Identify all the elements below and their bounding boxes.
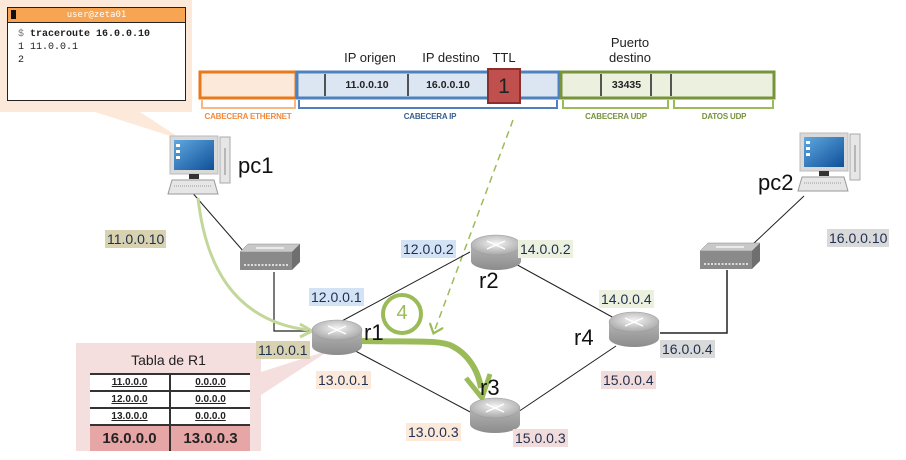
link-r2-r4	[511, 261, 615, 319]
terminal-command: traceroute 16.0.0.10	[30, 29, 151, 40]
router-r2-icon	[470, 234, 522, 270]
link-switch-pc2	[751, 195, 805, 246]
link-r1-r2	[339, 251, 471, 323]
ip-label-r3-13: 13.0.0.3	[406, 423, 461, 441]
node-label-pc2: pc2	[758, 170, 794, 195]
table-row: 12.0.0.0 0.0.0.0	[90, 390, 250, 408]
terminal-line: 1 11.0.0.1	[18, 42, 185, 55]
ip-label-r3-15: 15.0.0.3	[513, 429, 568, 447]
link-switch-r1	[273, 272, 312, 332]
ip-label-r1-13: 13.0.0.1	[316, 371, 371, 389]
ip-label-r1-11: 11.0.0.1	[256, 341, 310, 359]
route-destination: 16.0.0.0	[90, 424, 171, 451]
node-label-r3: r3	[480, 375, 500, 400]
route-gateway: 0.0.0.0	[170, 407, 250, 425]
router-r1-icon	[311, 319, 363, 355]
route-gateway: 0.0.0.0	[170, 390, 250, 408]
ethernet-bracket	[201, 100, 296, 109]
packet-path-pc1-r1	[196, 197, 309, 332]
value-ip-destino: 16.0.0.10	[426, 79, 470, 91]
ip-label-r4-14: 14.0.0.4	[599, 290, 654, 308]
route-destination: 11.0.0.0	[90, 373, 171, 391]
udp-header-box	[559, 70, 776, 100]
label-destino: destino	[609, 50, 651, 65]
label-cabecera-ip: CABECERA IP	[403, 112, 457, 121]
routing-table-title: Tabla de R1	[131, 352, 206, 368]
label-puerto-destino: Puerto destino	[590, 35, 670, 65]
table-row: 11.0.0.0 0.0.0.0	[90, 373, 250, 391]
terminal-line: $ traceroute 16.0.0.10	[18, 29, 185, 42]
label-datos-udp: DATOS UDP	[701, 112, 747, 121]
terminal-hop-2: 2	[18, 55, 25, 66]
node-label-r4: r4	[574, 325, 594, 350]
link-r4-switch	[660, 270, 728, 334]
value-ttl: 1	[487, 68, 521, 104]
ethernet-header-box	[198, 70, 298, 100]
ip-label-r1-12: 12.0.0.1	[309, 288, 364, 306]
packet-path-r1-r3	[361, 338, 484, 389]
table-row: 13.0.0.0 0.0.0.0	[90, 407, 250, 425]
ip-label-pc2: 16.0.0.10	[827, 229, 890, 247]
terminal-titlebar: user@zeta01	[8, 8, 185, 23]
packet-path-arrowhead	[464, 373, 493, 404]
label-cabecera-udp: CABECERA UDP	[585, 112, 647, 121]
udp-data-bracket	[673, 100, 774, 109]
node-label-r1: r1	[364, 320, 384, 345]
route-destination: 13.0.0.0	[90, 407, 171, 425]
routing-table: 11.0.0.0 0.0.0.0 12.0.0.0 0.0.0.0 13.0.0…	[90, 373, 250, 451]
ip-bracket	[298, 100, 558, 109]
label-ip-origen: IP origen	[344, 50, 396, 65]
switch-left-icon	[239, 243, 301, 270]
label-puerto: Puerto	[610, 35, 650, 50]
value-puerto-destino: 33435	[611, 79, 642, 91]
link-r3-r4	[514, 345, 617, 415]
label-cabecera-ethernet: CABECERA ETHERNET	[204, 112, 292, 121]
label-ttl: TTL	[492, 50, 516, 65]
pc2-icon	[797, 132, 861, 192]
terminal-prompt: $	[18, 29, 25, 40]
route-gateway: 13.0.0.3	[170, 424, 250, 451]
ttl-dashed-arrow	[434, 119, 514, 332]
node-label-pc1: pc1	[238, 153, 274, 178]
terminal-hop-1: 1 11.0.0.1	[18, 42, 79, 53]
terminal-line: 2	[18, 55, 185, 68]
table-row-highlighted: 16.0.0.0 13.0.0.3	[90, 424, 250, 451]
udp-bracket	[562, 100, 669, 109]
ip-label-r2-14: 14.0.0.2	[518, 240, 573, 258]
route-gateway: 0.0.0.0	[170, 373, 250, 391]
pc1-icon	[167, 135, 231, 195]
ip-label-r2-12: 12.0.0.2	[401, 240, 456, 258]
terminal-title: user@zeta01	[66, 10, 127, 20]
route-destination: 12.0.0.0	[90, 390, 171, 408]
value-ip-origen: 11.0.0.10	[345, 79, 389, 91]
terminal-output: $ traceroute 16.0.0.10 1 11.0.0.1 2	[8, 23, 185, 68]
terminal-menu-icon	[11, 10, 16, 19]
switch-right-icon	[699, 242, 761, 269]
label-ip-destino: IP destino	[422, 50, 480, 65]
router-r4-icon	[608, 311, 660, 347]
ip-label-r4-16: 16.0.0.4	[660, 340, 715, 358]
node-label-r2: r2	[479, 268, 499, 293]
ip-label-pc1: 11.0.0.10	[105, 230, 167, 248]
link-r1-r3	[345, 345, 475, 415]
terminal-window: user@zeta01 $ traceroute 16.0.0.10 1 11.…	[7, 7, 186, 101]
step-number: 4	[396, 302, 408, 324]
ip-label-r4-15: 15.0.0.4	[601, 371, 656, 389]
step-circle	[381, 293, 423, 335]
router-r3-icon	[469, 397, 521, 433]
